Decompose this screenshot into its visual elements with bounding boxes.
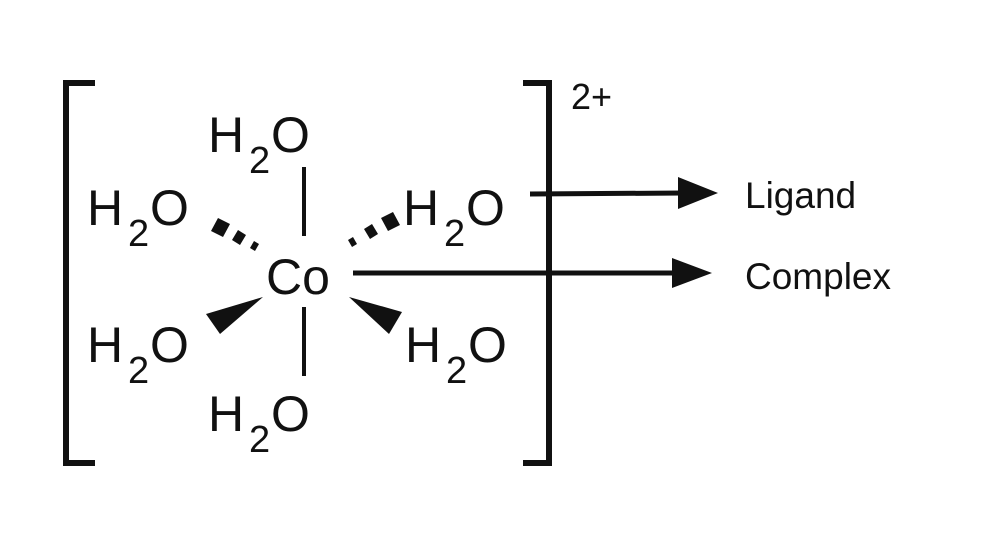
ligand-bottom-subscript: 2 xyxy=(249,419,270,461)
ligand-bottom-o: O xyxy=(271,386,310,442)
ligand-top-h: H xyxy=(208,107,244,163)
ligand-upper-left-subscript: 2 xyxy=(128,213,149,255)
ligand-top: H 2 O xyxy=(208,107,310,182)
ligand-annotation-arrow xyxy=(529,177,718,209)
ligand-top-subscript: 2 xyxy=(249,140,270,182)
ligand-lower-right-subscript: 2 xyxy=(446,350,467,392)
ligand-lower-left: H 2 O xyxy=(87,317,189,392)
ligand-upper-right-o: O xyxy=(466,180,505,236)
ligand-lower-right-o: O xyxy=(468,317,507,373)
complex-charge: 2+ xyxy=(571,76,612,117)
ligand-bottom: H 2 O xyxy=(208,386,310,461)
complex-annotation-arrow xyxy=(353,258,712,288)
arrowhead-icon xyxy=(672,258,712,288)
ligand-lower-left-subscript: 2 xyxy=(128,350,149,392)
ligand-lower-left-o: O xyxy=(150,317,189,373)
ligand-upper-right-h: H xyxy=(403,180,439,236)
ligand-label: Ligand xyxy=(745,175,856,216)
ligand-upper-right: H 2 O xyxy=(403,180,505,255)
ligand-lower-left-h: H xyxy=(87,317,123,373)
left-bracket xyxy=(63,80,95,466)
ligand-top-o: O xyxy=(271,107,310,163)
arrowhead-icon xyxy=(678,177,718,209)
bond-upper-left-hashed-wedge xyxy=(211,218,259,251)
central-metal-co: Co xyxy=(266,249,330,305)
bond-upper-right-hashed-wedge xyxy=(348,212,400,247)
complex-label: Complex xyxy=(745,256,891,297)
ligand-lower-right: H 2 O xyxy=(405,317,507,392)
ligand-upper-left-h: H xyxy=(87,180,123,236)
ligand-upper-right-subscript: 2 xyxy=(444,213,465,255)
ligand-upper-left: H 2 O xyxy=(87,180,189,255)
ligand-upper-left-o: O xyxy=(150,180,189,236)
bond-lower-right-solid-wedge xyxy=(349,297,402,334)
ligand-lower-right-h: H xyxy=(405,317,441,373)
ligand-bottom-h: H xyxy=(208,386,244,442)
bond-lower-left-solid-wedge xyxy=(206,297,263,334)
